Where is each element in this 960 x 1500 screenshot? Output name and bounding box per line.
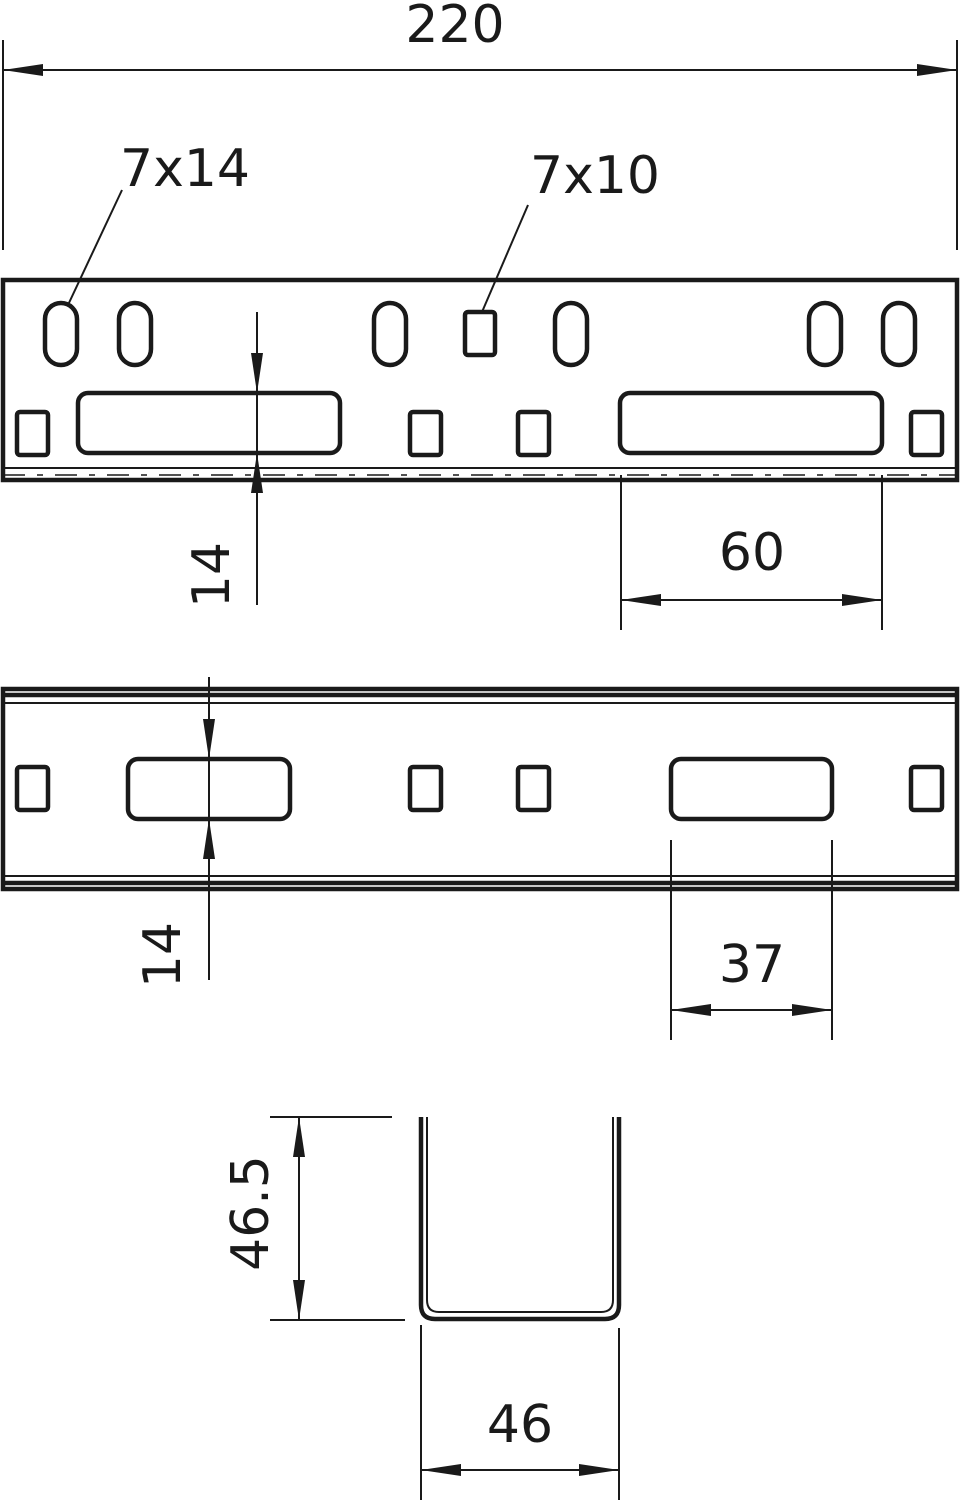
square-hole xyxy=(908,409,945,458)
profile-height-label: 46.5 xyxy=(221,1155,281,1271)
arrow-right-icon xyxy=(842,594,882,606)
callout-oblong-hole: 7x14 xyxy=(67,139,250,306)
square-hole xyxy=(407,409,444,458)
slot-height-label-side: 14 xyxy=(133,922,193,988)
square-hole xyxy=(14,409,51,458)
callout-square-hole: 7x10 xyxy=(481,146,660,313)
profile-width-label: 46 xyxy=(487,1395,553,1455)
oblong-holes xyxy=(42,300,918,368)
slot-length-label-side: 37 xyxy=(719,935,785,995)
side-view: 14 37 xyxy=(0,677,960,1040)
oblong-hole-label: 7x14 xyxy=(120,139,250,199)
section-view: 46.5 46 xyxy=(221,1116,622,1500)
dimension-profile-width: 46 xyxy=(420,1325,620,1500)
short-slot xyxy=(668,756,835,822)
arrow-left-icon xyxy=(3,64,43,76)
arrow-left-icon xyxy=(421,1464,461,1476)
side-plate-outline xyxy=(0,686,960,892)
long-slot xyxy=(75,390,343,456)
arrow-up-icon xyxy=(203,819,215,859)
slot-height-label-top: 14 xyxy=(182,542,242,608)
square-hole xyxy=(462,309,498,358)
top-view: 220 7x14 7x10 xyxy=(0,0,960,630)
square-hole-label: 7x10 xyxy=(530,146,660,206)
dimension-slot-length-side: 37 xyxy=(670,840,833,1040)
square-hole xyxy=(515,409,552,458)
dimension-slot-length-top: 60 xyxy=(620,475,883,630)
u-profile-outer xyxy=(418,1117,622,1322)
oblong-hole xyxy=(116,300,154,368)
arrow-right-icon xyxy=(792,1004,832,1016)
square-hole xyxy=(14,764,51,813)
oblong-hole xyxy=(42,300,80,368)
oblong-hole xyxy=(552,300,590,368)
u-profile-inner xyxy=(426,1117,614,1313)
arrow-up-icon xyxy=(293,1117,305,1157)
square-hole xyxy=(407,764,444,813)
side-small-holes xyxy=(14,764,945,813)
dimension-slot-height-top: 14 xyxy=(182,312,263,608)
arrow-left-icon xyxy=(621,594,661,606)
dimension-overall-length: 220 xyxy=(2,0,958,250)
arrow-right-icon xyxy=(579,1464,619,1476)
oblong-hole xyxy=(806,300,844,368)
arrow-down-icon xyxy=(251,353,263,393)
long-slot xyxy=(617,390,885,456)
dimension-slot-height-side: 14 xyxy=(133,677,215,988)
arrow-down-icon xyxy=(203,719,215,759)
arrow-up-icon xyxy=(251,453,263,493)
square-hole xyxy=(908,764,945,813)
oblong-hole xyxy=(880,300,918,368)
slot-length-label-top: 60 xyxy=(719,523,785,583)
arrow-left-icon xyxy=(671,1004,711,1016)
square-hole xyxy=(515,764,552,813)
top-plate-outline xyxy=(0,277,960,483)
arrow-right-icon xyxy=(917,64,957,76)
overall-length-label: 220 xyxy=(405,0,504,55)
dimension-profile-height: 46.5 xyxy=(221,1116,405,1321)
arrow-down-icon xyxy=(293,1280,305,1320)
small-square-holes xyxy=(14,409,945,458)
oblong-hole xyxy=(371,300,409,368)
